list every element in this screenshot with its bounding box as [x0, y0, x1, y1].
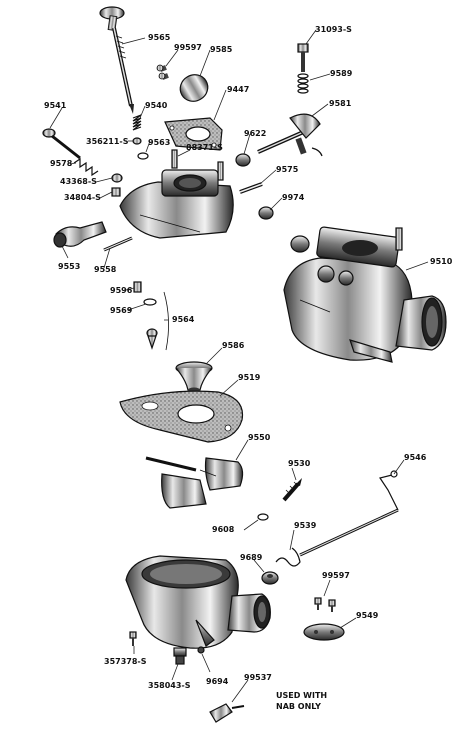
label-9575: 9575: [276, 165, 299, 174]
throttle-body: [119, 169, 234, 239]
screws-99597-top: [156, 64, 169, 80]
note-line-1: USED WITH: [276, 691, 327, 700]
plug-9974: [258, 206, 274, 220]
screw-356211: [132, 137, 142, 145]
fitting-9553: [53, 221, 107, 248]
label-9578: 9578: [50, 159, 73, 168]
part-9694: [197, 646, 205, 654]
gasket-9519: [119, 390, 244, 443]
label-9608: 9608: [212, 525, 235, 534]
label-9546: 9546: [404, 453, 427, 462]
label-9549: 9549: [356, 611, 379, 620]
label-9569: 9569: [110, 306, 133, 315]
screw-31093: [297, 43, 309, 72]
studs-88371: [171, 149, 224, 181]
pin-9558: [103, 236, 133, 252]
screws-99597-bottom: [314, 597, 336, 612]
label-9563: 9563: [148, 138, 170, 147]
spring-9589: [297, 73, 309, 94]
part-labels: 9565 99597 9585 31093-S 9589 9541 9540 9…: [44, 25, 453, 711]
label-9550: 9550: [248, 433, 271, 442]
screw-43368: [111, 173, 123, 183]
washer-9608: [257, 513, 269, 521]
spring-9539: [275, 547, 301, 567]
label-9565: 9565: [148, 33, 171, 42]
throttle-lever-9581: [257, 113, 323, 157]
label-34804: 34804-S: [64, 193, 101, 202]
label-9558: 9558: [94, 265, 117, 274]
label-99597-top: 99597: [174, 43, 202, 52]
choke-shaft-9546: [299, 470, 399, 557]
label-9694: 9694: [206, 677, 229, 686]
label-9539: 9539: [294, 521, 317, 530]
label-9622: 9622: [244, 129, 266, 138]
spring-9578: [73, 157, 99, 177]
gasket-9447: [164, 117, 223, 151]
plug-9622: [235, 153, 251, 167]
label-9447: 9447: [227, 85, 249, 94]
part-9689: [261, 571, 279, 585]
label-9510: 9510: [430, 257, 453, 266]
label-9586: 9586: [222, 341, 245, 350]
throttle-plate-9585: [179, 74, 209, 102]
plate-9549: [303, 623, 345, 641]
label-357378: 357378-S: [104, 657, 147, 666]
jet-9596: [133, 281, 142, 293]
float-bowl: [125, 555, 271, 649]
label-9564: 9564: [172, 315, 195, 324]
label-9689: 9689: [240, 553, 263, 562]
needle-valve-9565: [99, 6, 134, 114]
label-9530: 9530: [288, 459, 311, 468]
fitting-34804: [111, 187, 121, 197]
note-line-2: NAB ONLY: [276, 702, 321, 711]
label-43368: 43368-S: [60, 177, 97, 186]
venturi-9586: [175, 361, 213, 393]
label-9519: 9519: [238, 373, 261, 382]
fuel-valve-9530: [282, 478, 302, 502]
leader-lines: [49, 29, 429, 703]
label-356211: 356211-S: [86, 137, 129, 146]
label-88371: 88371-S: [186, 143, 223, 152]
carburetor-assembly-9510: [283, 226, 447, 363]
label-358043: 358043-S: [148, 681, 191, 690]
needle-9564: [146, 291, 169, 351]
label-9589: 9589: [330, 69, 353, 78]
label-9596: 9596: [110, 286, 133, 295]
plug-358043: [173, 647, 187, 665]
label-9581: 9581: [329, 99, 352, 108]
label-31093: 31093-S: [315, 25, 352, 34]
pin-9575: [239, 182, 263, 194]
label-9540: 9540: [145, 101, 168, 110]
float-9550: [145, 456, 244, 509]
label-99597-bottom: 99597: [322, 571, 350, 580]
idle-needle-9541: [42, 128, 84, 162]
label-9553: 9553: [58, 262, 80, 271]
label-9585: 9585: [210, 45, 233, 54]
fitting-99537: [209, 703, 245, 723]
screw-357378: [129, 631, 137, 646]
label-99537: 99537: [244, 673, 272, 682]
washer-9563: [137, 152, 149, 160]
spring-9540: [132, 114, 142, 131]
label-9974: 9974: [282, 193, 305, 202]
label-9541: 9541: [44, 101, 67, 110]
washer-9569: [143, 298, 157, 306]
